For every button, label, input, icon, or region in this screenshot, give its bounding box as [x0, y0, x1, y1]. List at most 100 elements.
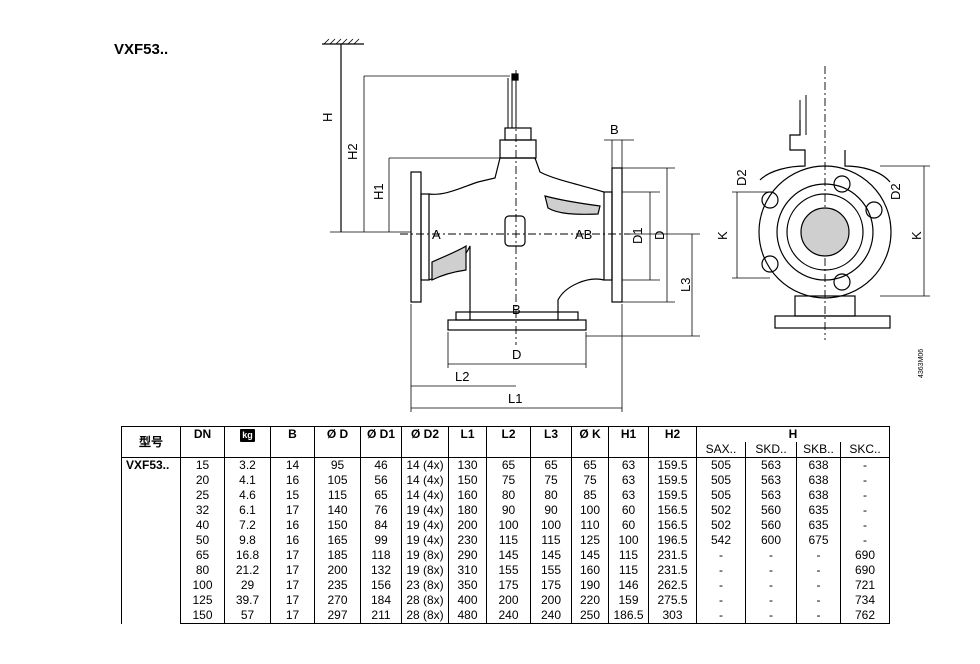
table-cell: 275.5 — [648, 593, 697, 608]
table-cell: 60 — [608, 503, 649, 518]
table-cell: 110 — [571, 518, 609, 533]
table-cell: 90 — [530, 503, 572, 518]
table-cell: 9.8 — [224, 533, 271, 548]
table-cell: 19 (4x) — [401, 518, 449, 533]
table-cell: 17 — [270, 548, 315, 563]
table-cell: 635 — [796, 503, 841, 518]
header-l2: L2 — [486, 426, 531, 458]
table-cell: 145 — [530, 548, 572, 563]
document-code: 4363M06 — [918, 348, 925, 378]
table-cell: 14 (4x) — [401, 488, 449, 503]
table-cell: 115 — [608, 548, 649, 563]
table-cell: 84 — [360, 518, 402, 533]
table-cell: 7.2 — [224, 518, 271, 533]
table-cell: 20 — [180, 473, 225, 488]
table-header-row: 型号 DN kg B Ø D Ø D1 Ø D2 L1 L2 L3 Ø K H1… — [121, 426, 890, 458]
table-cell: 505 — [696, 488, 746, 503]
table-cell: 250 — [571, 608, 609, 624]
table-cell: 80 — [530, 488, 572, 503]
table-cell: - — [745, 548, 797, 563]
table-cell: 16 — [270, 473, 315, 488]
model-cell: VXF53.. — [121, 457, 181, 624]
model-header: 型号 — [121, 426, 181, 458]
table-cell: 115 — [608, 563, 649, 578]
table-cell: 560 — [745, 503, 797, 518]
dim-label-d-side: D — [652, 231, 667, 240]
table-cell: - — [840, 457, 890, 473]
table-cell: 16 — [270, 518, 315, 533]
table-cell: - — [796, 593, 841, 608]
table-cell: 63 — [608, 457, 649, 473]
table-cell: 115 — [314, 488, 361, 503]
dim-label-l3: L3 — [678, 278, 693, 292]
table-cell: 115 — [530, 533, 572, 548]
table-cell: 303 — [648, 608, 697, 624]
header-d: Ø D — [314, 426, 361, 458]
weight-icon: kg — [240, 429, 255, 442]
table-cell: 200 — [314, 563, 361, 578]
table-cell: 4.1 — [224, 473, 271, 488]
table-cell: 638 — [796, 457, 841, 473]
table-cell: 505 — [696, 457, 746, 473]
table-cell: - — [696, 593, 746, 608]
table-cell: 635 — [796, 518, 841, 533]
header-h-skb: SKB.. — [796, 442, 841, 458]
table-cell: 600 — [745, 533, 797, 548]
table-cell: 240 — [486, 608, 531, 624]
table-cell: 262.5 — [648, 578, 697, 593]
table-cell: 762 — [840, 608, 890, 624]
table-cell: 290 — [448, 548, 487, 563]
table-cell: - — [796, 548, 841, 563]
table-cell: 480 — [448, 608, 487, 624]
table-cell: - — [745, 593, 797, 608]
table-cell: 14 — [270, 457, 315, 473]
table-cell: 159.5 — [648, 473, 697, 488]
table-cell: 150 — [180, 608, 225, 624]
table-cell: 15 — [180, 457, 225, 473]
dim-label-h2: H2 — [345, 143, 360, 160]
header-d1: Ø D1 — [360, 426, 402, 458]
table-cell: 675 — [796, 533, 841, 548]
table-cell: 75 — [571, 473, 609, 488]
table-cell: - — [696, 563, 746, 578]
table-cell: 65 — [486, 457, 531, 473]
header-h2: H2 — [648, 426, 697, 458]
model-title: VXF53.. — [114, 41, 169, 58]
table-cell: 99 — [360, 533, 402, 548]
table-cell: - — [796, 578, 841, 593]
table-cell: 118 — [360, 548, 402, 563]
dim-label-d1: D1 — [630, 227, 645, 244]
table-cell: 125 — [571, 533, 609, 548]
table-cell: - — [796, 608, 841, 624]
table-cell: 734 — [840, 593, 890, 608]
table-cell: 400 — [448, 593, 487, 608]
header-dn: DN — [180, 426, 225, 458]
dim-label-d2-left: D2 — [734, 169, 749, 186]
table-cell: - — [840, 518, 890, 533]
table-cell: 150 — [448, 473, 487, 488]
table-cell: 100 — [608, 533, 649, 548]
table-cell: 155 — [530, 563, 572, 578]
table-cell: 15 — [270, 488, 315, 503]
table-cell: 159 — [608, 593, 649, 608]
table-cell: 231.5 — [648, 563, 697, 578]
table-cell: 231.5 — [648, 548, 697, 563]
table-cell: 310 — [448, 563, 487, 578]
table-cell: 57 — [224, 608, 271, 624]
table-cell: 211 — [360, 608, 402, 624]
header-k: Ø K — [571, 426, 609, 458]
table-cell: 85 — [571, 488, 609, 503]
header-b: B — [270, 426, 315, 458]
dimension-table: 型号 DN kg B Ø D Ø D1 Ø D2 L1 L2 L3 Ø K H1… — [121, 426, 890, 624]
table-cell: 46 — [360, 457, 402, 473]
table-cell: 80 — [486, 488, 531, 503]
table-cell: 95 — [314, 457, 361, 473]
table-cell: 130 — [448, 457, 487, 473]
table-cell: 23 (8x) — [401, 578, 449, 593]
table-cell: 75 — [530, 473, 572, 488]
